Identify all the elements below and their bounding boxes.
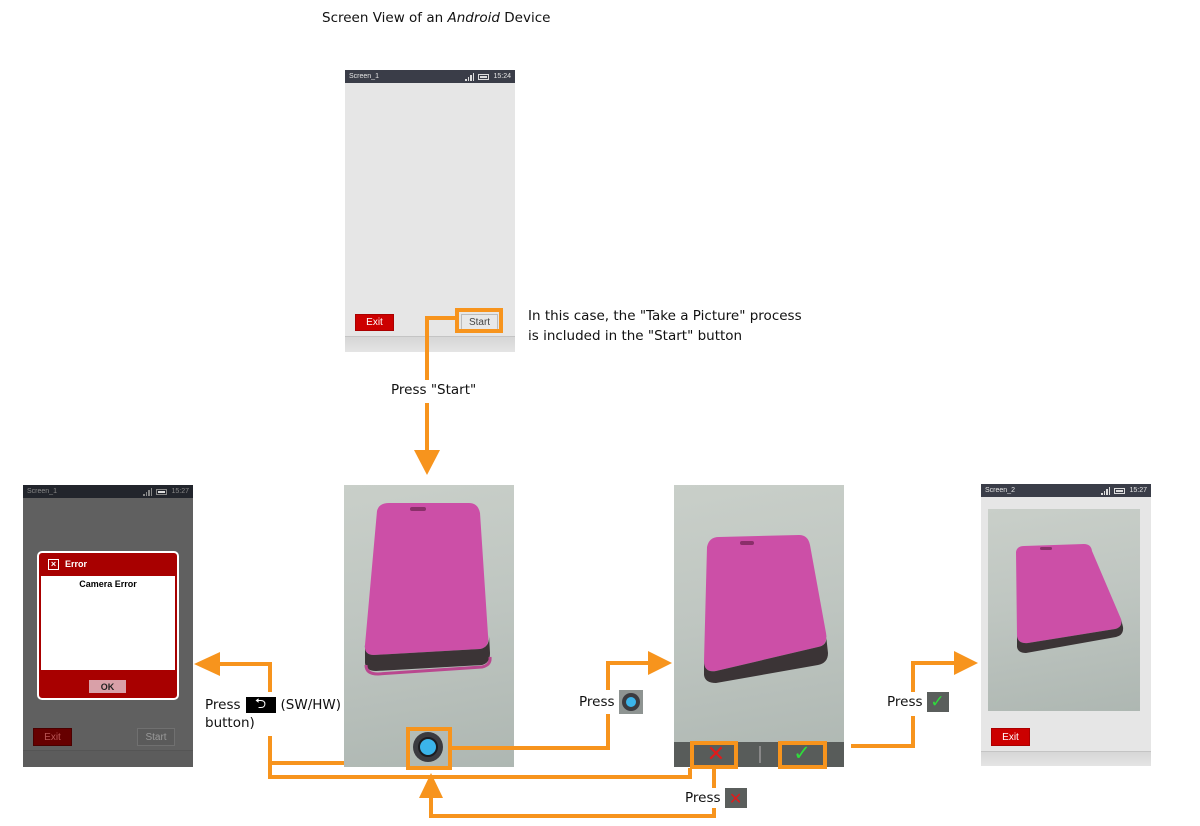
error-dialog: × Error Camera Error OK: [37, 551, 179, 700]
connector-start-to-camera: [425, 316, 455, 333]
arrowhead-down-camera: [414, 450, 440, 475]
note-text: In this case, the "Take a Picture" proce…: [528, 306, 802, 346]
exit-button[interactable]: Exit: [355, 314, 394, 331]
note-line-1: In this case, the "Take a Picture" proce…: [528, 308, 802, 324]
status-bar: Screen_1 15:24: [345, 70, 515, 83]
nav-bar: [23, 750, 193, 767]
status-title: Screen_1: [349, 73, 379, 80]
status-bar: Screen_2 15:27: [981, 484, 1151, 497]
status-title: Screen_1: [27, 488, 57, 495]
status-title: Screen_2: [985, 487, 1015, 494]
screen-2: Screen_2 15:27 Exit: [981, 484, 1151, 766]
battery-icon: [156, 488, 168, 495]
signal-icon: [465, 72, 475, 81]
status-time: 15:27: [171, 488, 189, 495]
press-x-text: Press: [685, 790, 721, 806]
status-time: 15:27: [1129, 487, 1147, 494]
exit-button[interactable]: Exit: [991, 728, 1030, 746]
signal-icon: [1101, 486, 1111, 495]
arrowhead-right-review: [648, 651, 672, 675]
title-prefix: Screen View of an: [322, 10, 448, 26]
press-back-line2: button): [205, 715, 255, 731]
error-icon: ×: [48, 558, 59, 570]
connector-check-to-screen2: [851, 716, 915, 748]
exit-button[interactable]: Exit: [33, 728, 72, 746]
ok-button[interactable]: OK: [89, 680, 126, 693]
check-icon: ✓: [926, 692, 949, 712]
connector-x-return: [429, 798, 716, 818]
shutter-button-icon: [618, 690, 643, 714]
arrowhead-left-error: [194, 652, 220, 676]
diagram-title: Screen View of an Android Device: [322, 10, 550, 26]
start-button[interactable]: Start: [137, 728, 175, 746]
status-bar: Screen_1 15:27: [23, 485, 193, 498]
dialog-message: Camera Error: [79, 579, 137, 589]
press-check-text: Press: [887, 694, 923, 710]
press-check-label: Press ✓: [887, 692, 949, 712]
confirm-highlight: [778, 741, 827, 769]
press-back-label: Press ⮌ (SW/HW) button): [205, 696, 342, 731]
title-suffix: Device: [499, 10, 551, 26]
connector-back-to-error: [218, 662, 272, 692]
nav-bar: [345, 336, 515, 352]
dialog-title: Error: [65, 559, 88, 569]
press-x-label: Press ✕: [685, 788, 747, 808]
phone-case-photo: [1016, 544, 1124, 653]
note-line-2: is included in the "Start" button: [528, 328, 743, 344]
check-icon[interactable]: ✓: [793, 742, 811, 765]
arrowhead-right-screen2: [954, 651, 978, 675]
captured-photo: [988, 509, 1140, 711]
shutter-button-icon[interactable]: [413, 732, 443, 762]
shutter-highlight: [406, 727, 452, 770]
title-emphasis: Android: [447, 10, 500, 26]
press-shutter-text: Press: [579, 694, 615, 710]
x-icon: ✕: [724, 788, 747, 808]
error-screen: Screen_1 15:27 × Error Camera Error OK E…: [23, 485, 193, 767]
nav-bar: [981, 751, 1151, 766]
connector-back-from-review: [268, 763, 692, 779]
press-back-suffix: (SW/HW): [280, 697, 342, 713]
arrowhead-up-preview: [419, 773, 443, 798]
battery-icon: [1114, 487, 1126, 494]
toolbar-divider: [759, 746, 761, 763]
press-start-label: Press "Start": [389, 382, 479, 398]
camera-preview-screen: [344, 485, 514, 767]
review-toolbar: ✕ ✓: [674, 742, 844, 767]
camera-review-screen: ✕ ✓: [674, 485, 844, 767]
signal-icon: [143, 487, 153, 496]
connector-back-from-preview: [268, 736, 344, 765]
phone-case-photo: [364, 503, 492, 676]
cancel-highlight: [690, 741, 738, 769]
connector-check-up: [911, 661, 957, 692]
status-time: 15:24: [493, 73, 511, 80]
start-highlight: [455, 308, 503, 333]
screen-1: Screen_1 15:24 Exit Start: [345, 70, 515, 352]
phone-case-photo: [704, 535, 828, 683]
press-back-text: Press: [205, 697, 241, 713]
press-shutter-label: Press: [579, 690, 643, 714]
battery-icon: [478, 73, 490, 80]
x-icon[interactable]: ✕: [706, 741, 726, 766]
back-arrow-icon: ⮌: [245, 696, 276, 713]
